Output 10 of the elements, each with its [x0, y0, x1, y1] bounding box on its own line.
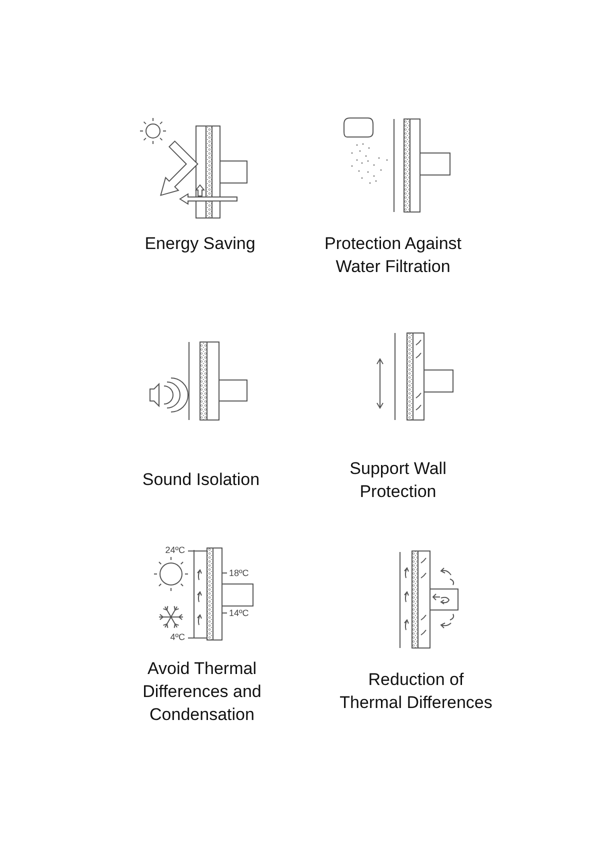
caption: Support Wall Protection — [348, 458, 448, 503]
temperature-label: 14ºC — [229, 608, 249, 618]
temperature-label: 18ºC — [229, 568, 249, 578]
caption: Reduction of Thermal Differences — [338, 669, 494, 714]
temperature-label: 4ºC — [170, 632, 185, 642]
caption: Sound Isolation — [141, 469, 261, 491]
caption: Protection Against Water Filtration — [323, 233, 463, 278]
caption: Energy Saving — [144, 233, 256, 255]
caption: Avoid Thermal Differences and Condensation — [142, 658, 262, 726]
temperature-label: 24ºC — [165, 545, 185, 555]
